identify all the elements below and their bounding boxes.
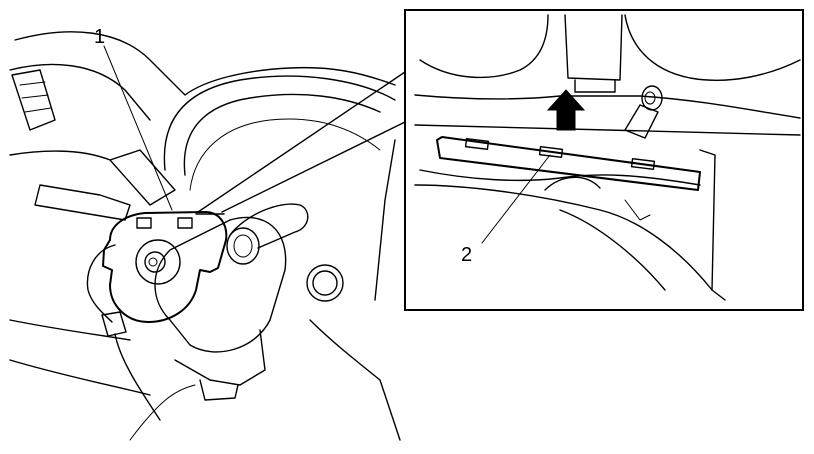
inset-lower-curve-c bbox=[624, 199, 651, 221]
right-lever-knob bbox=[226, 227, 260, 265]
lower-panel-line-c bbox=[309, 319, 401, 441]
dash-contour-lower bbox=[9, 63, 151, 121]
inset-lower-curve-d bbox=[711, 289, 726, 301]
cover-clip-right bbox=[630, 157, 656, 171]
column-cover-lower bbox=[174, 329, 266, 386]
inset-view bbox=[404, 9, 804, 311]
inset-dash-line-upper bbox=[414, 94, 801, 119]
lower-panel-line-b bbox=[9, 359, 151, 396]
spiral-cable-hub bbox=[144, 251, 166, 273]
spiral-cable-bore bbox=[135, 239, 181, 285]
harness-connector bbox=[101, 311, 127, 337]
dash-contour-upper bbox=[14, 31, 396, 96]
lower-panel-line-d bbox=[374, 139, 396, 301]
spiral-cable-hub-core bbox=[148, 257, 158, 267]
left-lever-stalk bbox=[34, 184, 131, 221]
inset-recess-notch bbox=[544, 176, 601, 191]
inset-fastener-head-inner bbox=[644, 91, 656, 105]
lower-panel-line-e bbox=[129, 384, 196, 441]
callout-1-leader bbox=[103, 45, 173, 211]
callout-2-label: 2 bbox=[461, 244, 472, 266]
inset-frame bbox=[404, 9, 804, 311]
lower-panel-line-a bbox=[9, 319, 131, 341]
ignition-ring-outer bbox=[306, 264, 344, 302]
callout-1-label: 1 bbox=[94, 26, 105, 48]
inset-recess-right bbox=[699, 149, 716, 291]
inset-lower-curve-b bbox=[559, 209, 666, 291]
zoom-callout-lines bbox=[195, 71, 406, 215]
inset-visor-left bbox=[419, 14, 549, 79]
right-lever-knob-inner bbox=[233, 234, 253, 258]
zoom-line-upper bbox=[197, 71, 406, 213]
inset-visor-right bbox=[624, 14, 801, 81]
cluster-gauge-arc bbox=[189, 118, 381, 191]
callout-2-leader bbox=[481, 154, 551, 244]
cover-strip bbox=[436, 136, 701, 191]
dash-vent-slat bbox=[19, 81, 52, 113]
cover-clip-center bbox=[538, 145, 564, 159]
inset-fastener-body bbox=[624, 104, 659, 139]
inset-lower-curve-a bbox=[414, 184, 713, 291]
right-lever-stalk bbox=[229, 203, 309, 249]
cluster-hood-inner bbox=[183, 93, 381, 176]
harness-wire-lower bbox=[114, 333, 161, 421]
cluster-hood bbox=[163, 75, 396, 171]
inset-fastener-head bbox=[641, 85, 663, 111]
ignition-ring-inner bbox=[312, 270, 338, 296]
cover-clip-left bbox=[464, 137, 490, 151]
left-lever-collar bbox=[109, 149, 176, 206]
dash-contour-left bbox=[9, 150, 111, 161]
column-cover-tab bbox=[199, 379, 239, 401]
dash-vent-outline bbox=[11, 69, 56, 131]
spiral-cable-body bbox=[102, 211, 228, 323]
zoom-line-lower bbox=[221, 121, 406, 213]
inset-dash-line-lower bbox=[414, 124, 801, 136]
main-view bbox=[9, 31, 401, 441]
spiral-cable-tab-left bbox=[136, 217, 152, 229]
inset-center-block bbox=[564, 14, 623, 81]
inset-recess-top bbox=[419, 169, 701, 186]
removal-arrow-icon bbox=[546, 89, 586, 131]
callout-1: 1 bbox=[94, 26, 173, 211]
steering-column-cover bbox=[154, 216, 287, 353]
spiral-cable-tab-right bbox=[177, 217, 193, 229]
inset-center-block-base bbox=[574, 79, 616, 93]
callout-2: 2 bbox=[461, 154, 551, 266]
